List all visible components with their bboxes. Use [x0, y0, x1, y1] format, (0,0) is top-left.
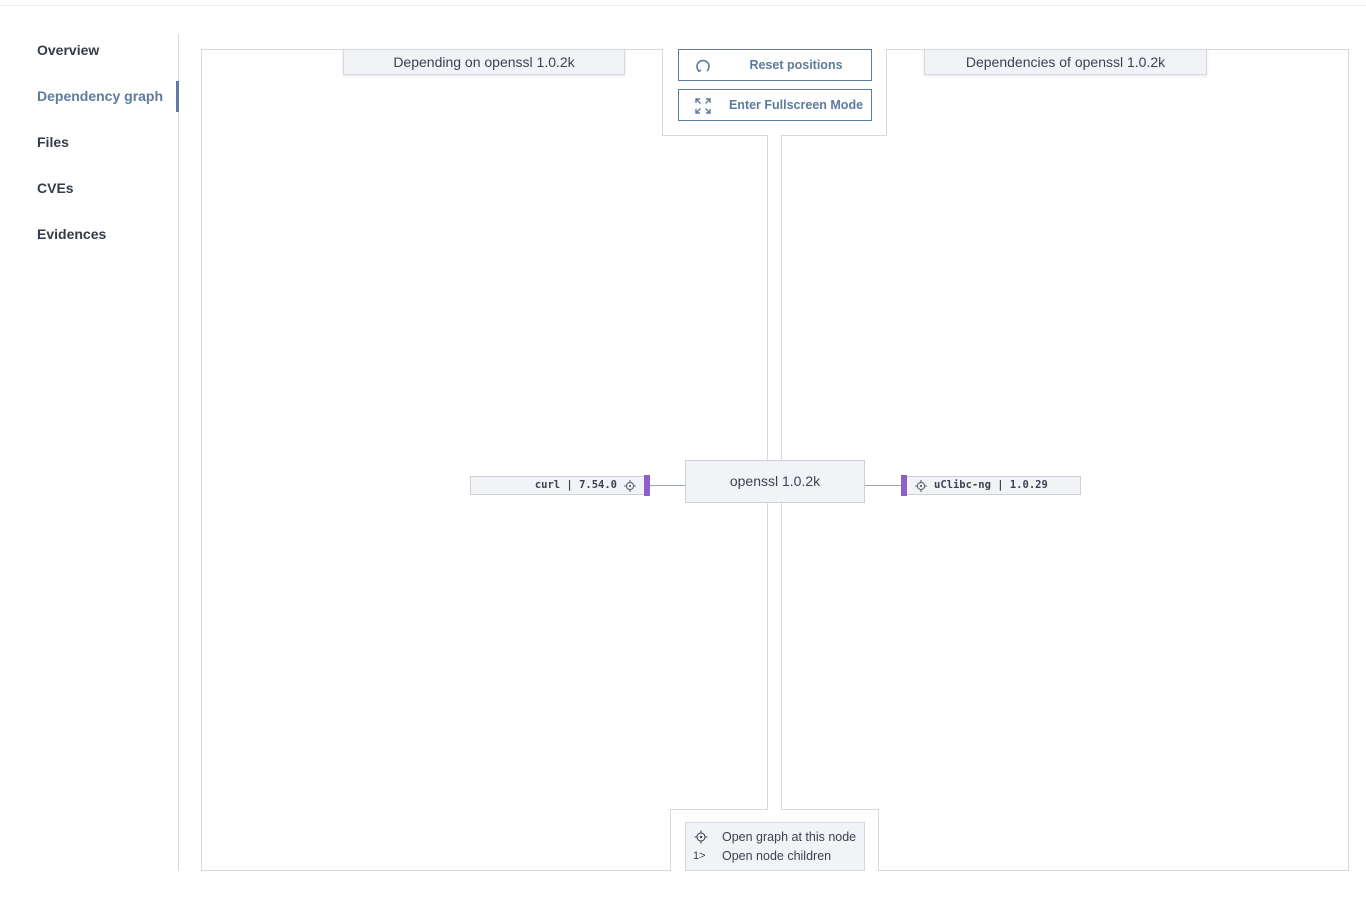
- sidebar-nav: Overview Dependency graph Files CVEs Evi…: [0, 34, 179, 871]
- crosshair-icon: [694, 830, 708, 844]
- sidebar-item-overview[interactable]: Overview: [37, 42, 100, 58]
- node-handle[interactable]: [901, 475, 907, 496]
- fullscreen-label: Enter Fullscreen Mode: [728, 98, 864, 112]
- frame-join-top: [768, 134, 781, 137]
- top-divider: [0, 0, 1366, 6]
- dependencies-header: Dependencies of openssl 1.0.2k: [924, 49, 1207, 75]
- reset-arrow-icon: [696, 59, 710, 73]
- fullscreen-button[interactable]: Enter Fullscreen Mode: [678, 89, 872, 121]
- frame-join: [768, 808, 781, 811]
- legend-open-children-text: Open node children: [722, 849, 832, 863]
- legend-open-graph-text: Open graph at this node: [722, 830, 857, 844]
- sidebar-item-evidences[interactable]: Evidences: [37, 226, 107, 242]
- crosshair-icon[interactable]: [915, 480, 927, 492]
- fullscreen-expand-icon: [695, 98, 711, 114]
- node-handle[interactable]: [644, 475, 650, 496]
- dependency-node-label: uClibc-ng | 1.0.29: [934, 479, 1048, 491]
- graph-legend: Open graph at this node 1> Open node chi…: [685, 822, 865, 871]
- active-nav-indicator: [176, 81, 179, 112]
- dependent-node[interactable]: curl | 7.54.0: [470, 475, 650, 496]
- crosshair-icon[interactable]: [624, 480, 636, 492]
- legend-row-open-graph: Open graph at this node: [686, 828, 864, 846]
- reset-positions-button[interactable]: Reset positions: [678, 49, 872, 81]
- children-key-icon: 1>: [693, 850, 706, 862]
- sidebar-item-files[interactable]: Files: [37, 134, 69, 150]
- legend-row-open-children: 1> Open node children: [686, 847, 864, 865]
- dependent-node-label: curl | 7.54.0: [534, 479, 617, 491]
- reset-positions-label: Reset positions: [749, 58, 843, 72]
- dependency-node[interactable]: uClibc-ng | 1.0.29: [901, 475, 1081, 496]
- sidebar-item-dependency-graph[interactable]: Dependency graph: [37, 88, 164, 104]
- sidebar-item-cves[interactable]: CVEs: [37, 180, 74, 196]
- dependents-header: Depending on openssl 1.0.2k: [343, 49, 625, 75]
- root-node[interactable]: openssl 1.0.2k: [685, 460, 865, 503]
- edge-curl-openssl: [650, 485, 685, 486]
- edge-openssl-uclibc: [865, 485, 901, 486]
